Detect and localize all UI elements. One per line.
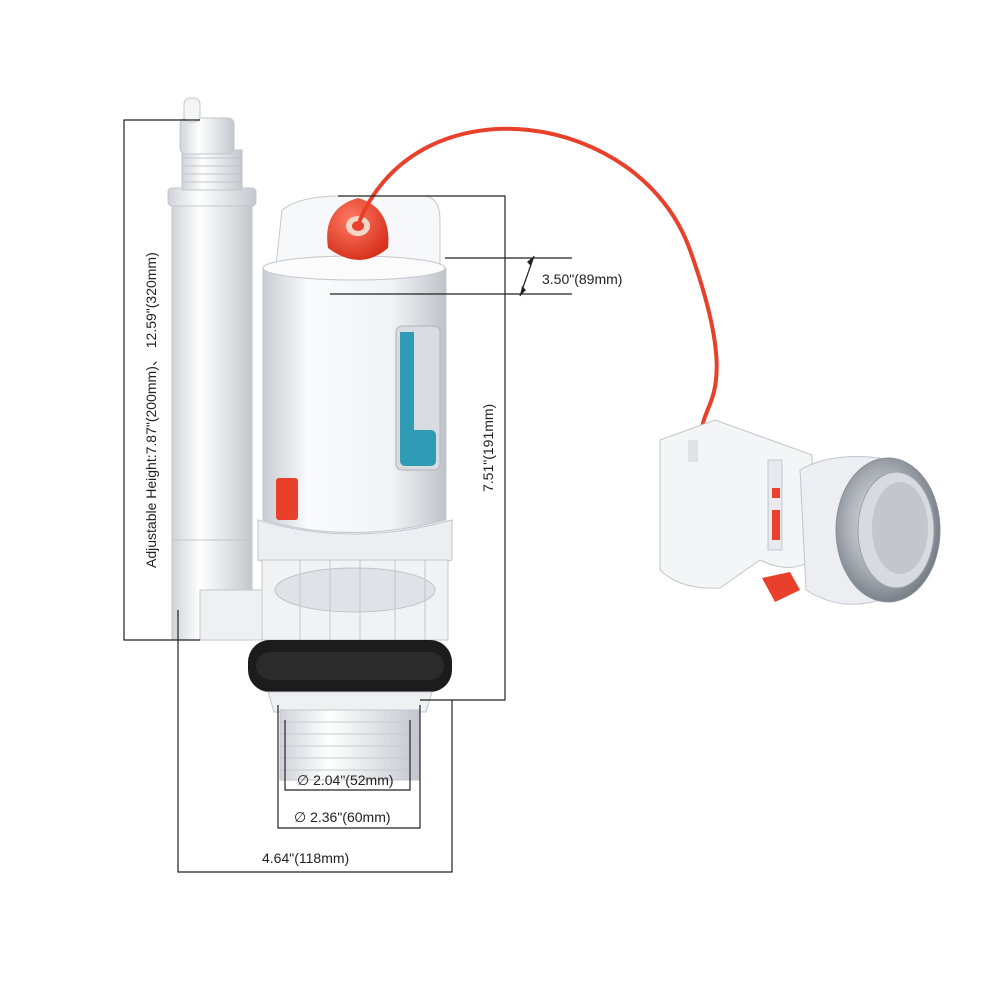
dim-adjustable-height: Adjustable Height:7.87"(200mm)、 12.59"(3…	[143, 252, 159, 568]
overflow-tube	[167, 97, 271, 641]
dim-valve-height: 7.51"(191mm)	[480, 403, 496, 492]
valve-body	[248, 195, 453, 781]
dim-inner-diameter: ∅ 2.04"(52mm)	[297, 772, 394, 788]
flush-button-cap	[327, 198, 389, 260]
dimension-lines	[123, 119, 572, 873]
dim-outer-diameter: ∅ 2.36"(60mm)	[294, 809, 391, 825]
dim-button-drop: 3.50"(89mm)	[542, 271, 623, 287]
push-button-remote	[659, 419, 941, 605]
arrowheads	[520, 256, 534, 296]
dim-base-width: 4.64"(118mm)	[262, 850, 350, 866]
cable	[358, 126, 719, 430]
